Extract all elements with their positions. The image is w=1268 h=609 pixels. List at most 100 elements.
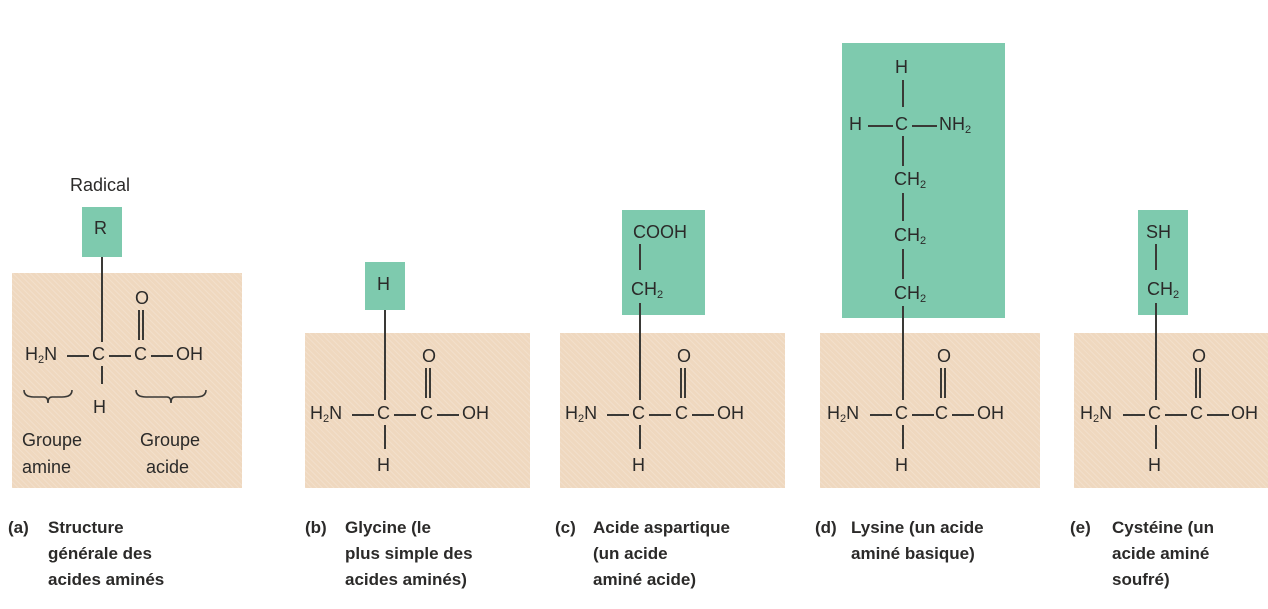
caption-letter: (c) [555, 518, 576, 537]
side-chain-bond-1 [1155, 244, 1157, 270]
lower-hydrogen: H [895, 455, 908, 475]
hydroxyl: OH [717, 403, 744, 423]
alpha-carbon: C [632, 403, 645, 423]
side-chain-bond-2 [1155, 303, 1157, 400]
alpha-carbon: C [377, 403, 390, 423]
side-chain-bond-2 [639, 303, 641, 400]
caption-text: Acide aspartique (un acide aminé acide) [593, 518, 730, 589]
panel-cysteine: SH CH2 O H2N C C OH H (e) Cystéine (un a… [1068, 0, 1268, 609]
amine-group-label-1: Groupe [22, 430, 83, 450]
side-chain-bond-1 [639, 244, 641, 270]
radical-box [82, 207, 122, 257]
carbonyl-oxygen: O [1192, 346, 1207, 366]
radical-bond [101, 257, 103, 342]
side-chain-bond-3 [902, 249, 904, 279]
lower-bond [639, 425, 641, 449]
amine-h2: H2N [827, 403, 860, 425]
amine-group-label-2: amine [22, 457, 72, 477]
caption-letter: (b) [305, 518, 327, 537]
carboxyl-carbon: C [675, 403, 688, 423]
carboxyl-oh-bond [1207, 414, 1229, 416]
side-chain-ch2: CH2 [1147, 279, 1180, 301]
backbone-background [12, 273, 242, 488]
side-chain-bond-2 [902, 193, 904, 221]
carbon-carboxyl-bond [394, 414, 416, 416]
radical-label: Radical [70, 175, 131, 195]
carbonyl-double-bond [1195, 368, 1201, 398]
backbone-background [1074, 333, 1268, 488]
side-chain-ch2-a: CH2 [894, 169, 927, 191]
amine-brace [23, 389, 73, 404]
lower-hydrogen: H [93, 397, 106, 417]
side-chain-bond-left [868, 125, 893, 127]
amine-h2: H2N [310, 403, 343, 425]
side-chain-bond-top [902, 80, 904, 107]
alpha-carbon: C [92, 344, 105, 364]
caption-text: Glycine (le plus simple des acides aminé… [345, 518, 473, 589]
side-chain-ch2: CH2 [631, 279, 664, 301]
side-chain-carboxyl: COOH [633, 222, 687, 242]
carbonyl-double-bond [940, 368, 946, 398]
hydroxyl: OH [977, 403, 1004, 423]
side-chain-box [842, 43, 1005, 318]
side-chain-bond-right [912, 125, 937, 127]
panel-glycine: H O H2N C C OH H (b) Glycine (le plus si… [300, 0, 540, 609]
caption-text: Lysine (un acide aminé basique) [851, 518, 984, 563]
side-chain-nh2: NH2 [939, 114, 972, 136]
hydroxyl: OH [1231, 403, 1258, 423]
acid-group-label-2: acide [146, 457, 190, 477]
carboxyl-oh-bond [437, 414, 459, 416]
amine-h2: H2N [565, 403, 598, 425]
side-chain-hydrogen: H [377, 274, 390, 294]
carboxyl-carbon: C [935, 403, 948, 423]
side-chain-left-h: H [849, 114, 862, 134]
acid-brace [135, 389, 207, 404]
carbon-carboxyl-bond [912, 414, 934, 416]
backbone-background [560, 333, 785, 488]
amine-carbon-bond [67, 355, 89, 357]
amine-h2: H2N [1080, 403, 1113, 425]
caption-text: Cystéine (un acide aminé soufré) [1112, 518, 1215, 589]
carbonyl-oxygen: O [677, 346, 692, 366]
carbon-carboxyl-bond [1165, 414, 1187, 416]
lower-bond [902, 425, 904, 449]
side-chain-box [1138, 210, 1188, 315]
backbone-background [820, 333, 1040, 488]
amine-carbon-bond [870, 414, 892, 416]
lower-hydrogen: H [632, 455, 645, 475]
side-chain-bond [384, 310, 386, 400]
caption-letter: (e) [1070, 518, 1091, 537]
side-chain-ch2-b: CH2 [894, 225, 927, 247]
side-chain-sulfhydryl: SH [1146, 222, 1172, 242]
caption-letter: (a) [8, 518, 29, 537]
panel-lysine: H H C NH2 CH2 CH2 CH2 O H2N C C OH H (d)… [815, 0, 1055, 609]
panel-aspartic-acid: COOH CH2 O H2N C C OH H (c) Acide aspart… [555, 0, 795, 609]
hydroxyl: OH [462, 403, 489, 423]
carboxyl-oh-bond [952, 414, 974, 416]
carboxyl-carbon: C [420, 403, 433, 423]
panel-general-structure: Radical R O H2N C C OH H Groupe amine Gr… [0, 0, 245, 609]
carbonyl-double-bond [680, 368, 686, 398]
amine-carbon-bond [352, 414, 374, 416]
side-chain-carbon: C [895, 114, 908, 134]
amine-carbon-bond [1123, 414, 1145, 416]
side-chain-bond-1 [902, 136, 904, 166]
lower-hydrogen: H [377, 455, 390, 475]
radical-symbol: R [94, 218, 107, 238]
carboxyl-carbon: C [1190, 403, 1203, 423]
carbonyl-oxygen: O [135, 288, 150, 308]
carboxyl-oh-bond [151, 355, 173, 357]
carboxyl-carbon: C [134, 344, 147, 364]
lower-bond [1155, 425, 1157, 449]
carbonyl-oxygen: O [937, 346, 952, 366]
side-chain-ch2-c: CH2 [894, 283, 927, 305]
side-chain-bond-4 [902, 306, 904, 400]
alpha-carbon: C [1148, 403, 1161, 423]
side-chain-box [365, 262, 405, 310]
carbon-carboxyl-bond [649, 414, 671, 416]
carbonyl-double-bond [138, 310, 144, 340]
carbonyl-oxygen: O [422, 346, 437, 366]
caption-text: Structure générale des acides aminés [48, 518, 165, 589]
amine-h2: H2N [25, 344, 58, 366]
side-chain-top-h: H [895, 57, 908, 77]
